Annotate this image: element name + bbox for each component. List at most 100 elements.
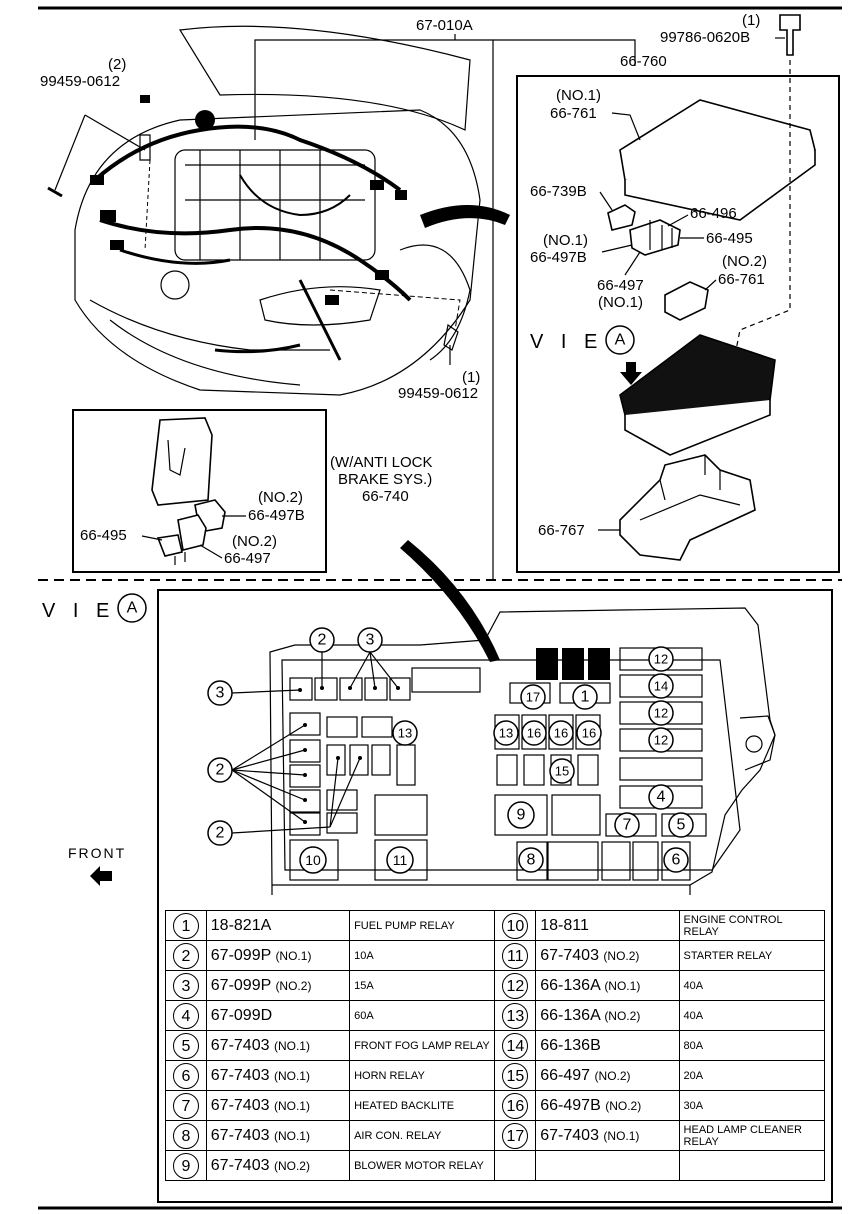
fuse-66-496-label: 66-496 — [690, 205, 737, 222]
bolt-left-part: 99459-0612 — [40, 73, 120, 90]
legend-qty: (NO.1) — [604, 978, 641, 993]
callout-7: 7 — [614, 812, 640, 838]
svg-text:5: 5 — [677, 817, 686, 834]
legend-part: 67-099P — [210, 946, 271, 964]
bracket-part: 66-767 — [538, 522, 585, 539]
legend-number: 9 — [172, 1152, 199, 1179]
abs-box-frame — [72, 409, 327, 573]
legend-desc: BLOWER MOTOR RELAY — [354, 1159, 484, 1172]
svg-text:1: 1 — [581, 689, 590, 706]
callout-2-lower: 2 — [207, 820, 233, 846]
bolt-lower-qty: (1) — [462, 369, 480, 386]
legend-desc: 10A — [354, 949, 374, 962]
legend-desc: FRONT FOG LAMP RELAY — [354, 1039, 490, 1052]
svg-text:12: 12 — [654, 652, 668, 667]
svg-text:13: 13 — [398, 726, 412, 741]
svg-text:10: 10 — [305, 852, 321, 868]
legend-number: 4 — [172, 1002, 199, 1029]
callout-5: 5 — [668, 812, 694, 838]
legend-qty: (NO.2) — [603, 948, 640, 963]
abs-fuse-497: 66-497 — [224, 550, 271, 567]
legend-part: 66-136B — [540, 1036, 601, 1054]
callout-16-b: 16 — [548, 720, 574, 746]
callout-1: 1 — [572, 684, 598, 710]
legend-number: 10 — [502, 912, 529, 939]
legend-qty: (NO.1) — [273, 1068, 310, 1083]
svg-text:17: 17 — [526, 690, 540, 705]
legend-part: 67-099D — [210, 1006, 273, 1024]
callout-13-left: 13 — [392, 720, 418, 746]
legend-number: 13 — [502, 1002, 529, 1029]
legend-part: 67-7403 — [540, 946, 599, 964]
callout-16-a: 16 — [521, 720, 547, 746]
legend-desc: HORN RELAY — [354, 1069, 425, 1082]
legend-number: 12 — [502, 972, 529, 999]
legend-qty: (NO.2) — [273, 1158, 310, 1173]
callout-12-a: 12 — [648, 646, 674, 672]
svg-text:9: 9 — [517, 807, 526, 824]
legend-number: 7 — [172, 1092, 199, 1119]
fuse-66-495-label: 66-495 — [706, 230, 753, 247]
svg-text:2: 2 — [216, 825, 225, 842]
legend-number: 5 — [172, 1032, 199, 1059]
legend-part: 18-821A — [210, 916, 272, 934]
view-a-letter: A — [127, 600, 138, 617]
svg-text:12: 12 — [654, 706, 668, 721]
svg-text:3: 3 — [366, 632, 375, 649]
legend-number: 8 — [172, 1122, 199, 1149]
fuse-66-739b-label: 66-739B — [530, 183, 587, 200]
view-a-letter-top: A — [615, 332, 626, 349]
legend-part: 67-7403 — [210, 1096, 270, 1114]
callout-9: 9 — [507, 801, 535, 829]
bolt-lower-callout: (1) 99459-0612 — [398, 369, 480, 402]
legend-qty: (NO.2) — [594, 1068, 631, 1083]
cover-no2-part: 66-761 — [718, 271, 765, 288]
harness-callout: 67-010A — [254, 17, 636, 580]
legend-part: 67-7403 — [210, 1066, 270, 1084]
bolt-lower-part: 99459-0612 — [398, 385, 478, 402]
bolt-top-right: (1) 99786-0620B 66-760 — [620, 12, 801, 70]
callout-2-left: 2 — [207, 757, 233, 783]
legend-desc: FUEL PUMP RELAY — [354, 919, 455, 932]
callout-17: 17 — [520, 684, 546, 710]
legend-part: 66-497 — [540, 1066, 591, 1084]
abs-fuse-497b-qty: (NO.2) — [258, 489, 303, 506]
legend-desc: 60A — [354, 1009, 374, 1022]
callout-12-b: 12 — [648, 700, 674, 726]
legend-desc: 20A — [683, 1069, 704, 1082]
legend-qty: (NO.1) — [603, 1128, 640, 1143]
callout-14: 14 — [648, 673, 674, 699]
legend-qty: (NO.1) — [273, 1098, 310, 1113]
bolt-left-callout: (2) 99459-0612 — [40, 56, 126, 90]
legend-qty: (NO.2) — [604, 1008, 641, 1023]
legend-number: 11 — [502, 942, 529, 969]
svg-text:3: 3 — [216, 685, 225, 702]
exploded-view-frame — [516, 75, 840, 573]
fuse-e-qty: (NO.1) — [598, 294, 643, 311]
legend-desc: HEAD LAMP CLEANER RELAY — [683, 1123, 802, 1148]
legend-part: 67-7403 — [210, 1036, 270, 1054]
callout-16-c: 16 — [576, 720, 602, 746]
callout-4: 4 — [648, 784, 674, 810]
fuse-66-497-label: 66-497 — [597, 277, 644, 294]
svg-text:2: 2 — [216, 762, 225, 779]
svg-text:13: 13 — [499, 726, 513, 741]
legend-qty: (NO.2) — [275, 978, 312, 993]
fuse-block-part: 66-760 — [620, 53, 667, 70]
harness-part-number: 67-010A — [416, 17, 473, 34]
abs-title-line2: BRAKE SYS.) — [338, 471, 432, 488]
legend-desc: 15A — [354, 979, 374, 992]
cover-no2-qty: (NO.2) — [722, 253, 767, 270]
legend-desc: 40A — [683, 979, 704, 992]
callout-2-top: 2 — [309, 627, 335, 653]
front-arrow-icon — [90, 866, 112, 886]
svg-text:12: 12 — [654, 733, 668, 748]
legend-number: 3 — [172, 972, 199, 999]
